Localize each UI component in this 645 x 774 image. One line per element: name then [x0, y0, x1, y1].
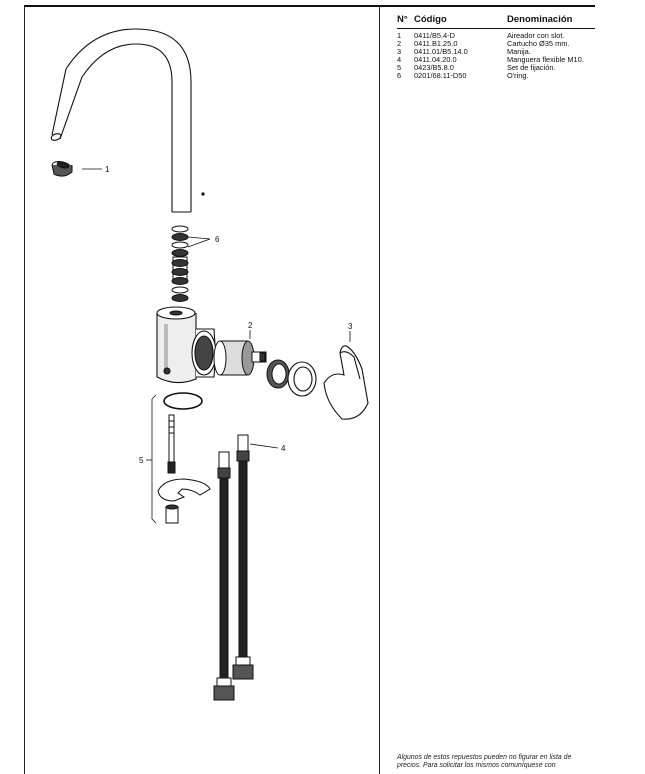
- cap-ring: [287, 361, 317, 397]
- spout-dot: [201, 192, 205, 196]
- table-row: 4 0411.04.20.0 Manguera flexible M10.: [397, 56, 595, 64]
- parts-table-header: N° Código Denominación: [397, 14, 595, 29]
- callout-1: 1: [105, 165, 110, 174]
- row-name: Set de fijación.: [507, 63, 556, 73]
- exploded-parts-diagram: 1 6 2: [50, 28, 369, 701]
- faucet-body: [156, 306, 217, 384]
- table-row: 5 0423/B5.8.0 Set de fijación.: [397, 64, 595, 72]
- callout-6: 6: [215, 235, 220, 244]
- footer-line-1: Algunos de estos repuestos pueden no fig…: [397, 754, 572, 761]
- row-number: 4: [397, 55, 402, 65]
- handle-part: [323, 345, 369, 420]
- table-row: 1 0411/B5.4-D Aireador con slot.: [397, 29, 595, 41]
- retaining-nut: [266, 359, 290, 389]
- spout: [50, 28, 192, 213]
- footer-note: Algunos de estos repuestos pueden no fig…: [397, 754, 593, 771]
- row-code: 0411/B5.4-D: [414, 31, 455, 40]
- row-code: 0423/B5.8.0: [414, 63, 454, 73]
- row-code: 0411.04.20.0: [414, 55, 457, 65]
- bracket-5: [151, 394, 157, 524]
- cartridge-part: [213, 340, 267, 376]
- row-number: 5: [397, 63, 402, 73]
- row-name: Manguera flexible M10.: [507, 55, 584, 65]
- row-name: O'ring.: [507, 71, 529, 81]
- row-name: Cartucho Ø35 mm.: [507, 39, 570, 49]
- callout-4: 4: [281, 444, 286, 453]
- leader-4: [249, 443, 279, 449]
- top-rule: [24, 5, 595, 7]
- row-code: 0411.01/B5.14.0: [414, 47, 468, 57]
- table-row: 6 0201/68.11-D50 O'ring.: [397, 72, 595, 80]
- aerator-part: [51, 161, 73, 177]
- row-name: Aireador con slot.: [507, 31, 565, 40]
- header-code: Código: [414, 14, 507, 29]
- flexible-hose-left: [213, 451, 235, 701]
- callout-5: 5: [139, 456, 144, 465]
- header-number: N°: [397, 14, 414, 29]
- header-name: Denominación: [507, 14, 595, 29]
- callout-2: 2: [248, 321, 253, 330]
- footer-line-2: precios. Para solicitar los mismos comun…: [397, 762, 556, 770]
- row-code: 0201/68.11-D50: [414, 71, 467, 81]
- parts-table: N° Código Denominación 1 0411/B5.4-D Air…: [397, 14, 595, 81]
- table-row: 3 0411.01/B5.14.0 Manija.: [397, 48, 595, 56]
- row-name: Manija.: [507, 47, 531, 57]
- oring-stack: [171, 225, 189, 302]
- row-code: 0411.B1.25.0: [414, 39, 458, 49]
- callout-3: 3: [348, 322, 353, 331]
- leader-6: [187, 236, 211, 248]
- flexible-hose-right: [232, 434, 254, 680]
- row-number: 2: [397, 39, 402, 49]
- fixing-set: [157, 392, 211, 524]
- row-number: 6: [397, 71, 402, 81]
- drawing-frame: [24, 7, 380, 774]
- table-row: 2 0411.B1.25.0 Cartucho Ø35 mm.: [397, 39, 595, 49]
- row-number: 3: [397, 47, 402, 57]
- row-number: 1: [397, 31, 402, 40]
